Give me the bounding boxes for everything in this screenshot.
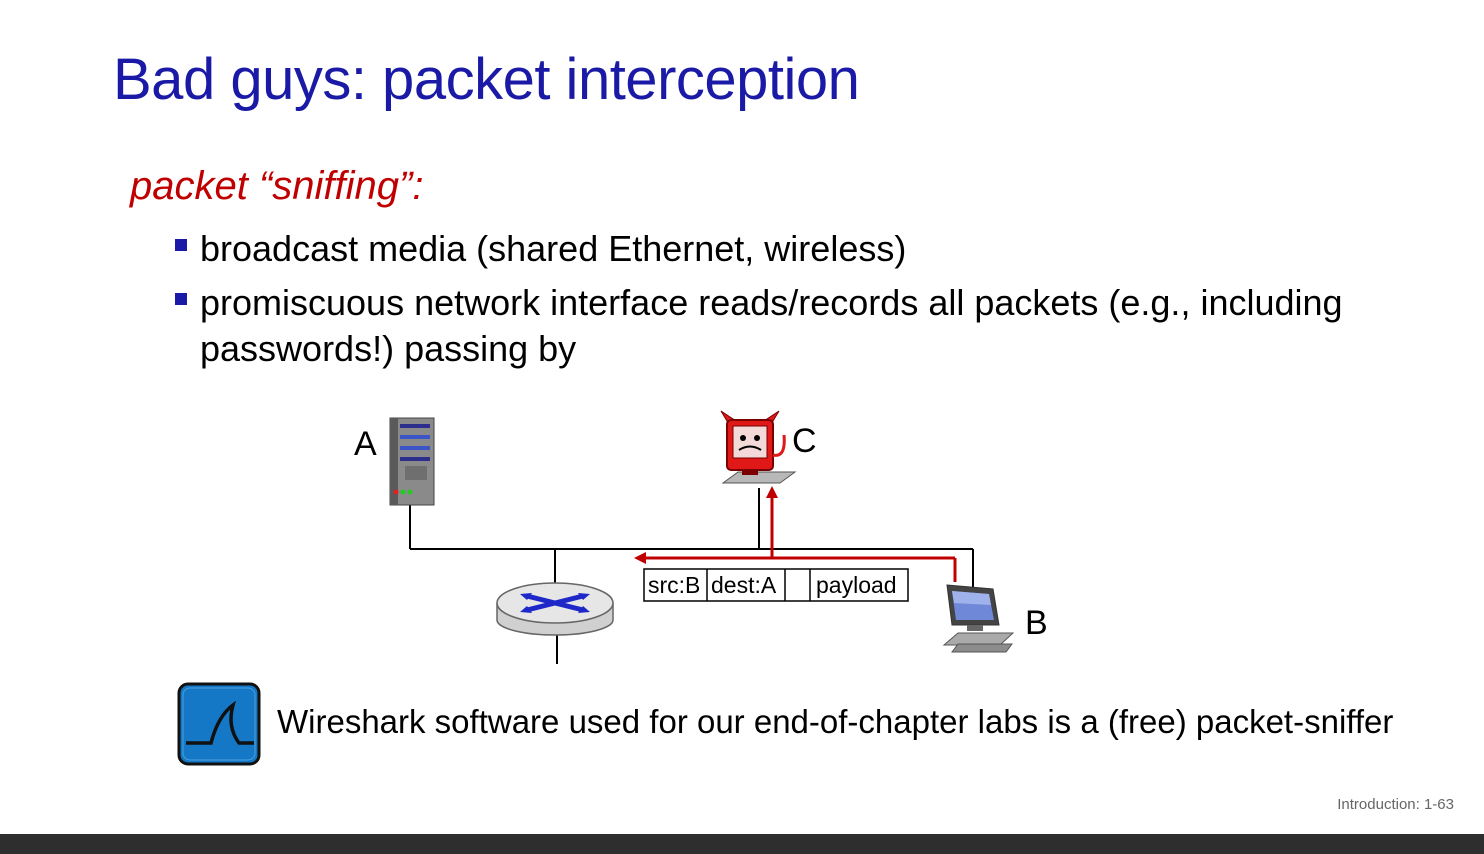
path-arrowhead-icon: [766, 486, 778, 498]
server-a-icon: [389, 417, 435, 506]
bullet-marker-icon: [175, 239, 187, 251]
packet-header: src:B dest:A payload: [643, 568, 909, 602]
slide-subtitle: packet “sniffing”:: [130, 164, 424, 208]
host-b-icon: [942, 584, 1015, 653]
ethernet-bus: [409, 488, 974, 664]
presentation-bottom-bar: [0, 834, 1484, 854]
packet-src: src:B: [648, 572, 700, 598]
bullet-item: broadcast media (shared Ethernet, wirele…: [175, 226, 1375, 272]
bullet-list: broadcast media (shared Ethernet, wirele…: [175, 226, 1375, 380]
slide-footer: Introduction: 1-63: [1337, 796, 1454, 813]
wireshark-icon: [177, 682, 261, 766]
packet-dest: dest:A: [711, 572, 777, 598]
sniffed-path: [642, 494, 957, 582]
bullet-marker-icon: [175, 293, 187, 305]
host-b-label: B: [1025, 604, 1048, 642]
router-icon: [496, 582, 614, 636]
wireshark-caption: Wireshark software used for our end-of-c…: [277, 703, 1394, 740]
path-arrowhead-icon: [634, 552, 646, 564]
attacker-c-icon: [720, 410, 797, 484]
bullet-text: promiscuous network interface reads/reco…: [200, 282, 1343, 369]
bullet-item: promiscuous network interface reads/reco…: [175, 280, 1375, 372]
bullet-text: broadcast media (shared Ethernet, wirele…: [200, 228, 907, 269]
host-c-label: C: [792, 422, 817, 460]
slide-title: Bad guys: packet interception: [113, 47, 860, 112]
slide: Bad guys: packet interception packet “sn…: [113, 47, 1454, 813]
host-a-label: A: [354, 425, 377, 463]
packet-payload: payload: [816, 572, 897, 598]
network-diagram: A C src:B de: [177, 410, 1048, 766]
